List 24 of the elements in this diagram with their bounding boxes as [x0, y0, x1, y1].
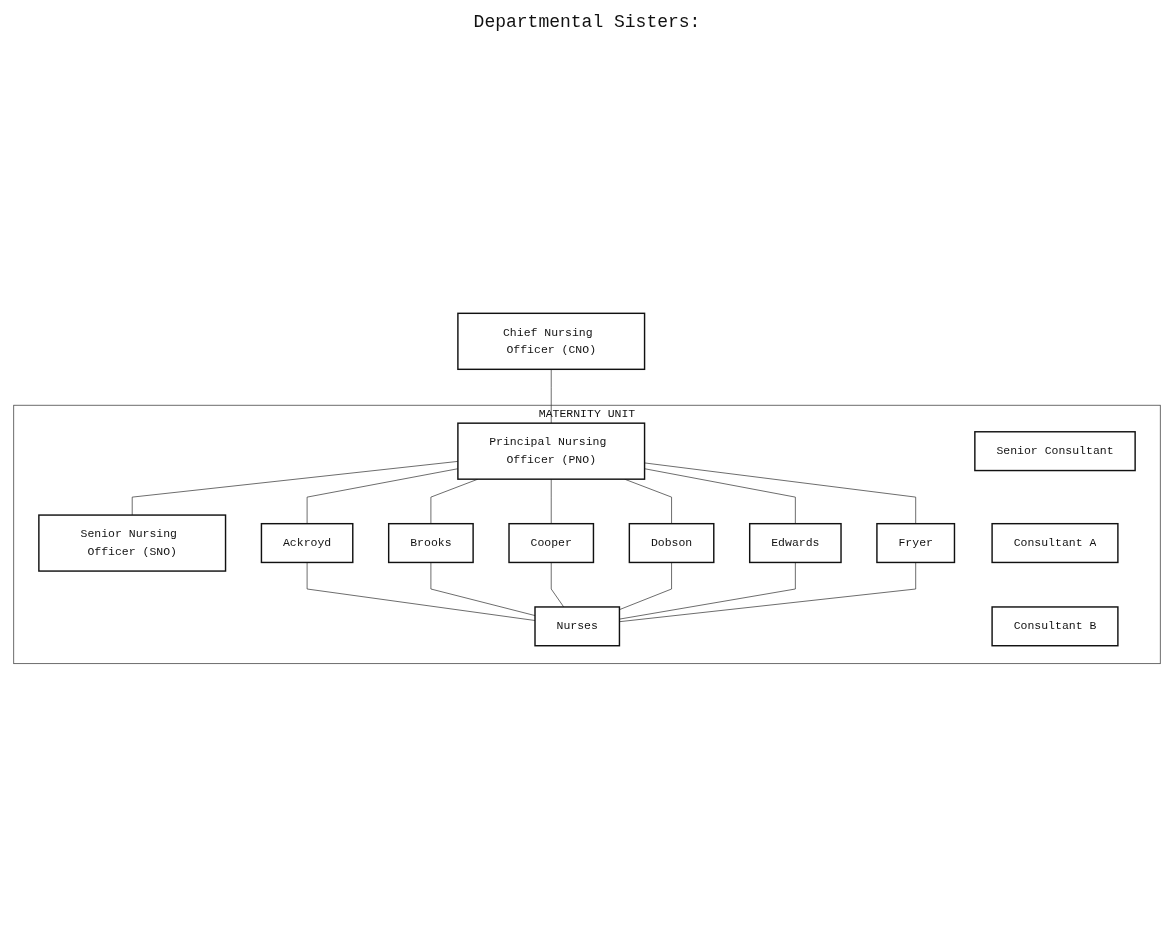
node-box: Fryer	[876, 522, 956, 564]
connector	[619, 562, 672, 610]
node-box: Consultant B	[991, 606, 1119, 647]
node-box: Senior Consultant	[974, 431, 1136, 472]
node-box: Nurses	[534, 606, 621, 647]
node-box: Dobson	[628, 522, 715, 564]
node-box: Cooper	[508, 522, 595, 564]
node-box: Ackroyd	[260, 522, 354, 564]
node-box: Chief Nursing Officer (CNO)	[457, 312, 646, 371]
connector	[306, 562, 536, 621]
connector	[550, 478, 552, 525]
connector	[644, 462, 917, 525]
connector	[550, 562, 565, 608]
connector	[550, 368, 552, 424]
connector	[619, 562, 796, 620]
node-box: Consultant A	[991, 522, 1119, 564]
connector	[430, 562, 536, 616]
connector	[644, 468, 796, 525]
node-box: Brooks	[387, 522, 474, 564]
node-box: Principal Nursing Officer (PNO)	[457, 422, 646, 480]
annotation-text: Departmental Sisters:	[473, 12, 701, 32]
connector	[619, 562, 917, 623]
node-box: Senior Nursing Officer (SNO)	[38, 514, 227, 572]
node-box: Edwards	[748, 522, 842, 564]
